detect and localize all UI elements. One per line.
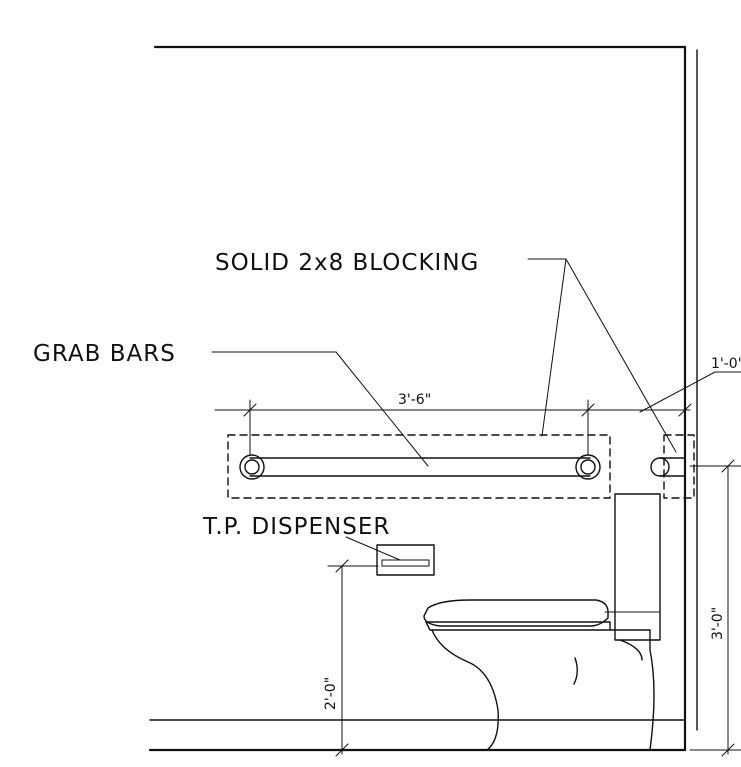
dim-offset-text: 1'-0' [711, 356, 741, 372]
toilet [423, 493, 661, 751]
dim-dispenser-height-text: 2'-0" [323, 677, 339, 710]
dimension-bar-height [689, 459, 741, 757]
dimension-offset-leader [639, 371, 741, 413]
blocking-outline-left [227, 434, 611, 499]
label-grab-bars: GRAB BARS [33, 341, 176, 367]
dimension-dispenser-height [327, 559, 379, 757]
leader-blocking [527, 258, 677, 453]
side-grab-bar [650, 457, 686, 477]
label-blocking: SOLID 2x8 BLOCKING [215, 250, 479, 276]
label-tp-dispenser: T.P. DISPENSER [202, 514, 390, 540]
leader-tp-dispenser [345, 536, 401, 561]
floor-lines [148, 719, 687, 752]
leader-grab-bars [211, 351, 429, 467]
grab-bar [239, 454, 601, 480]
dim-bar-height-text: 3'-0" [710, 607, 726, 640]
tp-dispenser [376, 544, 435, 576]
dim-bar-length-text: 3'-6" [398, 392, 431, 408]
wall-outline [153, 45, 698, 752]
dimension-bar-length [214, 399, 692, 456]
